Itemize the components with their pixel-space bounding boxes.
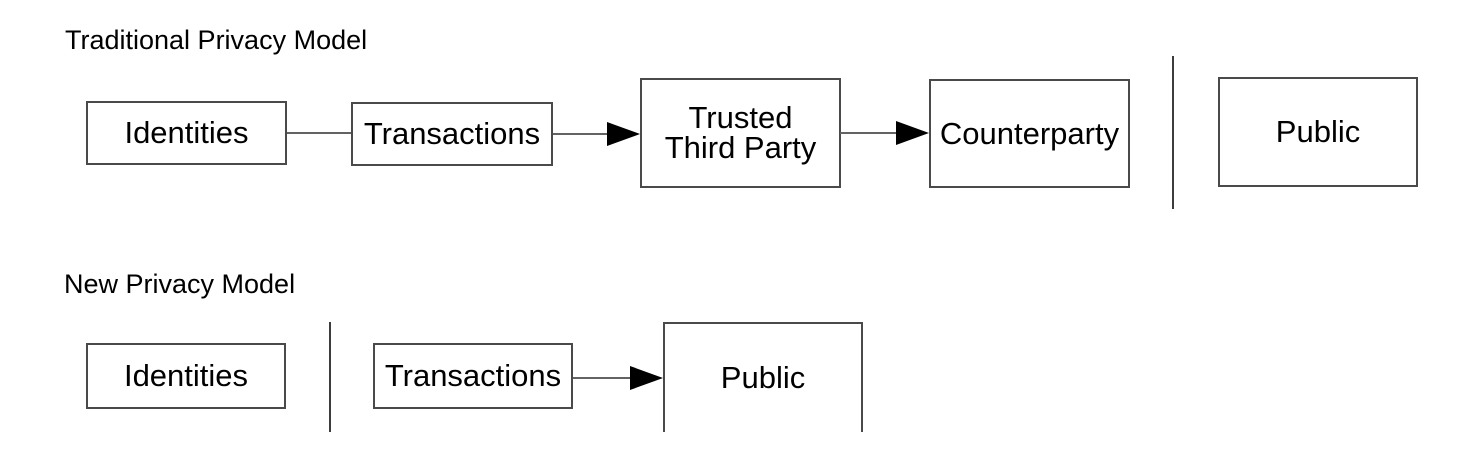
box-counterparty-label: Counterparty <box>939 115 1120 151</box>
divider-counterparty-public <box>1172 56 1174 209</box>
box-transactions-traditional-label: Transactions <box>363 116 541 151</box>
box-transactions-new-label: Transactions <box>384 358 562 393</box>
arrow-right-icon <box>630 366 663 390</box>
connector-identities-transactions <box>287 132 351 134</box>
box-public-traditional: Public <box>1218 77 1418 187</box>
arrow-right-icon <box>607 122 640 146</box>
connector-ttp-counterparty <box>840 132 898 134</box>
box-identities-new: Identities <box>86 343 286 409</box>
traditional-model-title: Traditional Privacy Model <box>65 25 368 55</box>
box-public-new-label: Public <box>720 360 806 395</box>
box-counterparty: Counterparty <box>929 79 1130 188</box>
box-identities-traditional: Identities <box>86 101 287 165</box>
box-public-new: Public <box>663 322 863 432</box>
box-transactions-new: Transactions <box>373 343 573 409</box>
box-identities-new-label: Identities <box>123 358 249 393</box>
new-model-title: New Privacy Model <box>64 269 296 299</box>
box-identities-traditional-label: Identities <box>124 115 249 150</box>
box-transactions-traditional: Transactions <box>351 102 553 166</box>
box-trusted-third-party-label-line2: Third Party <box>664 130 817 165</box>
divider-identities-transactions <box>329 322 331 432</box>
box-trusted-third-party-label-line1: Trusted <box>688 100 793 135</box>
box-public-traditional-label: Public <box>1275 114 1361 149</box>
arrow-right-icon <box>896 121 929 145</box>
connector-transactions-ttp <box>553 133 609 135</box>
connector-transactions-public <box>573 377 631 379</box>
box-trusted-third-party: Trusted Third Party <box>640 78 841 188</box>
